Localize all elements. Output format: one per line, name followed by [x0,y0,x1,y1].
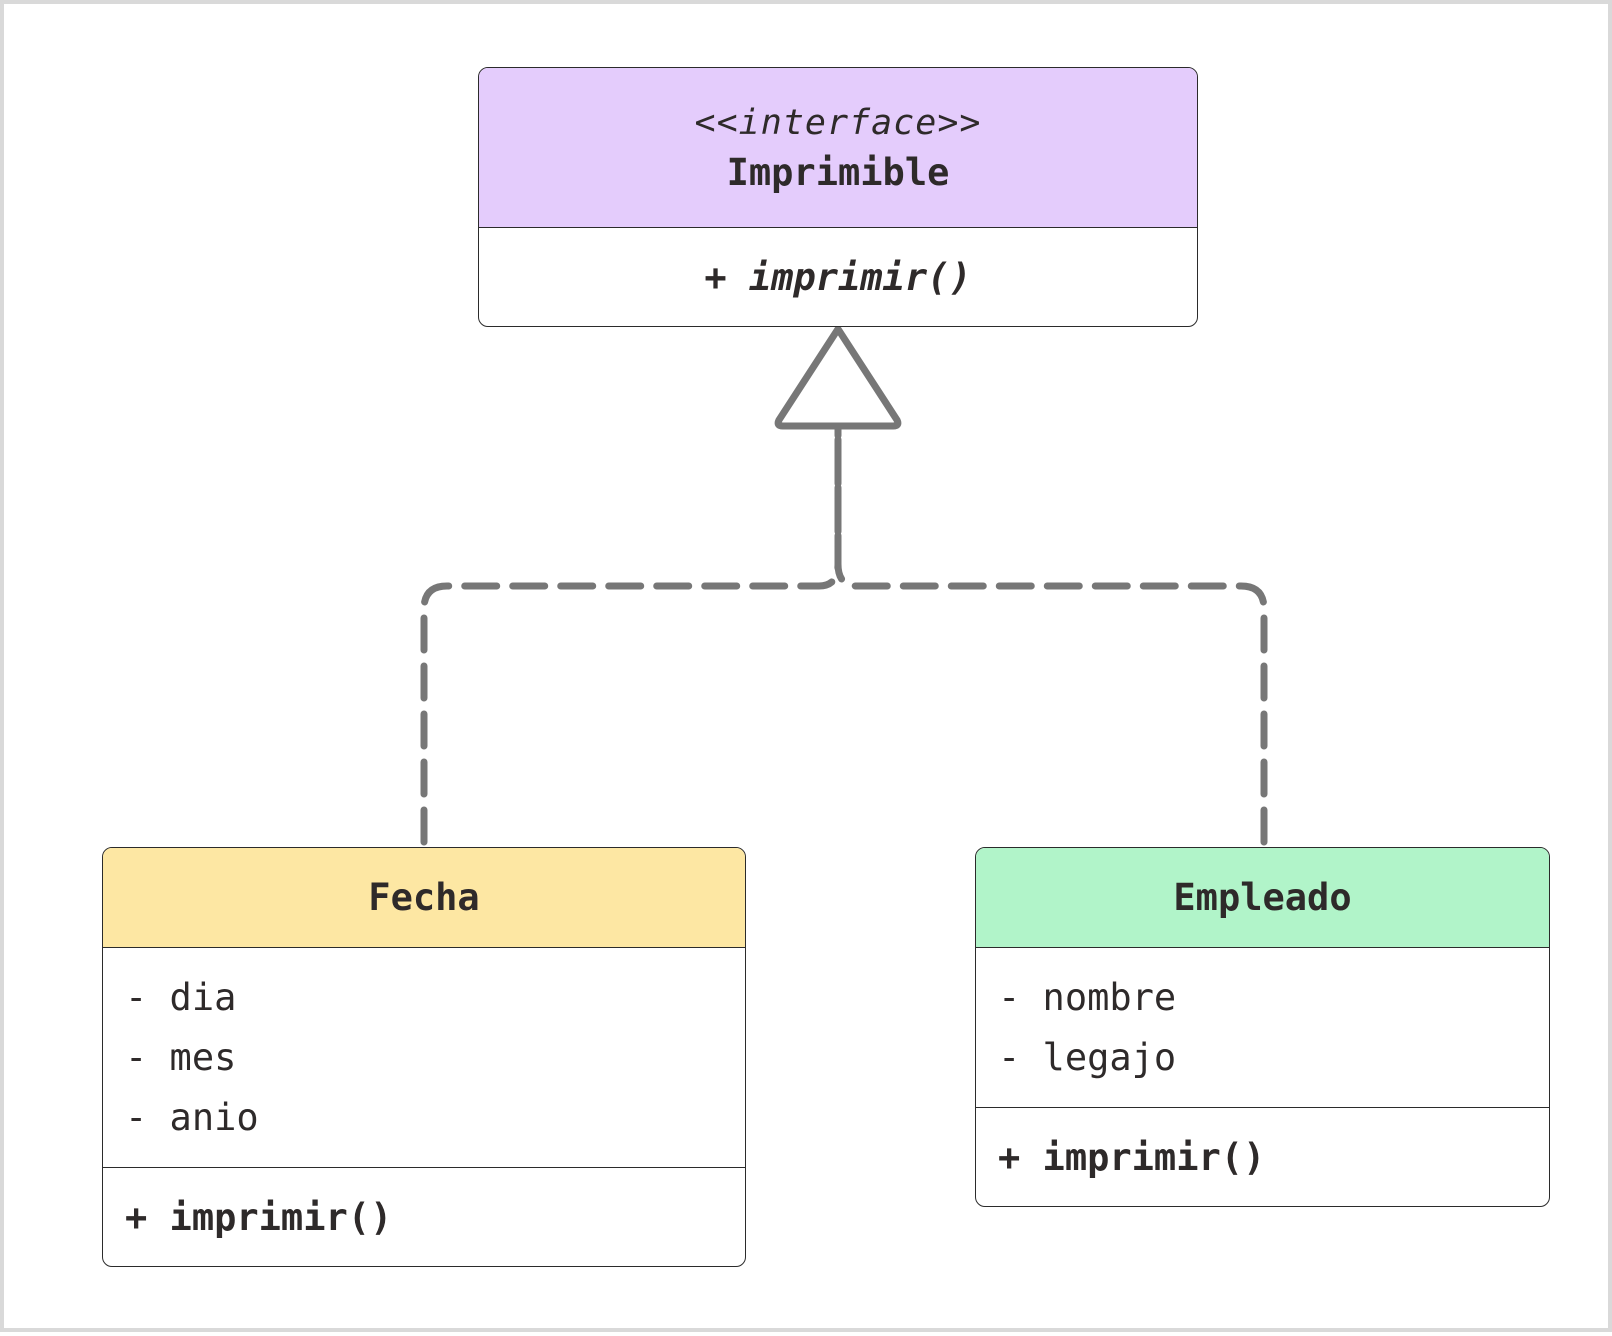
class-empleado-name: Empleado [1173,875,1352,919]
operation-imprimir: + imprimir() [704,256,972,299]
attribute-dia: - dia [125,976,237,1019]
class-fecha-header: Fecha [103,848,745,948]
operation-imprimir: + imprimir() [125,1196,393,1239]
interface-imprimible[interactable]: <<interface>> Imprimible + imprimir() [478,67,1198,327]
interface-name: Imprimible [726,150,950,194]
realization-edge-fecha [420,420,842,846]
attribute-legajo: - legajo [998,1036,1177,1079]
class-fecha-operations: + imprimir() [103,1168,745,1266]
stereotype-label: <<interface>> [694,102,982,143]
realization-edge-empleado [834,420,1268,846]
interface-header: <<interface>> Imprimible [479,68,1197,228]
realization-arrows [420,325,1268,846]
attribute-mes: - mes [125,1036,237,1079]
class-empleado-header: Empleado [976,848,1549,948]
operation-imprimir: + imprimir() [998,1136,1266,1179]
realization-arrowhead [774,325,902,430]
class-empleado[interactable]: Empleado - nombre - legajo + imprimir() [975,847,1550,1207]
class-empleado-attributes: - nombre - legajo [976,948,1549,1108]
attribute-anio: - anio [125,1096,259,1139]
class-fecha-name: Fecha [368,875,480,919]
interface-operations: + imprimir() [479,228,1197,326]
class-fecha[interactable]: Fecha - dia - mes - anio + imprimir() [102,847,746,1267]
attribute-nombre: - nombre [998,976,1177,1019]
class-fecha-attributes: - dia - mes - anio [103,948,745,1168]
class-empleado-operations: + imprimir() [976,1108,1549,1206]
